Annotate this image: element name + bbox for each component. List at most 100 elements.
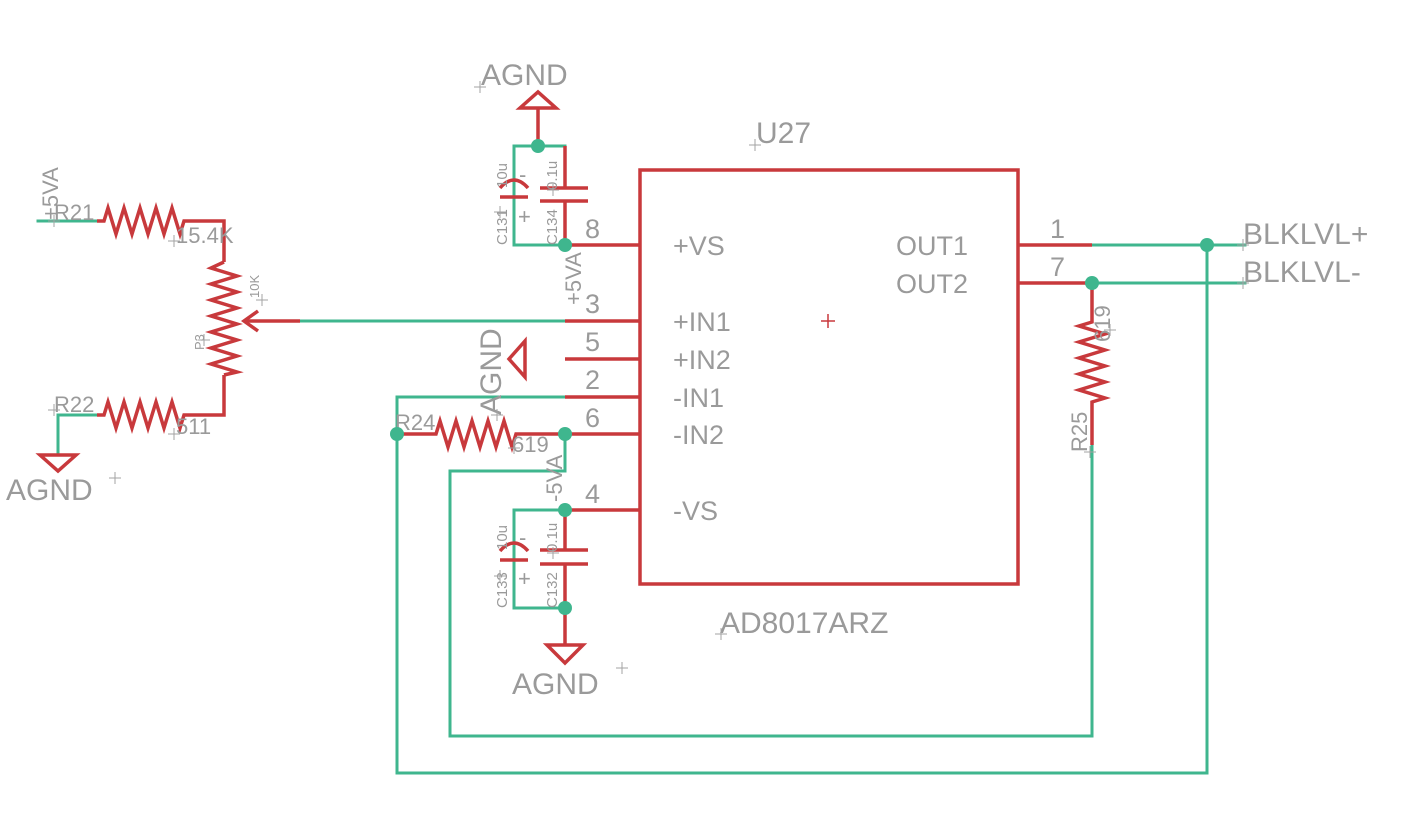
capacitor-c133: - + C133 10u (494, 525, 531, 608)
origin-cross (1237, 239, 1249, 251)
chip-value: AD8017ARZ (720, 607, 888, 640)
ground-bottom-label: AGND (512, 668, 599, 701)
resistor-r21: R21 15.4K (54, 200, 234, 262)
resistor-r24-value: 619 (512, 432, 549, 457)
capacitor-c133-curve (498, 541, 530, 553)
net-label-blklvl-minus: BLKLVL- (1243, 256, 1361, 289)
capacitor-c131-name: C131 (494, 209, 511, 245)
origin-cross (198, 334, 210, 346)
pin-name-plus-in2: +IN2 (673, 345, 731, 375)
origin-cross (616, 662, 628, 674)
origin-cross (109, 472, 121, 484)
resistor-r24: R24 619 (395, 410, 565, 457)
origin-cross (1237, 277, 1249, 289)
capacitor-c131-curve (498, 178, 530, 190)
junction-dot (558, 503, 572, 517)
pin-name-minus-in2: -IN2 (673, 420, 724, 450)
resistor-r22-value: 511 (176, 414, 211, 439)
pin-num-3: 3 (585, 289, 600, 319)
chip-name: U27 (756, 117, 811, 150)
resistor-r22: R22 511 (54, 375, 226, 439)
capacitor-c134-name: C134 (544, 209, 561, 245)
origin-cross (168, 428, 180, 440)
pin-num-5: 5 (585, 327, 600, 357)
origin-cross (508, 442, 520, 454)
ground-symbol-in2: AGND (475, 328, 527, 415)
origin-cross (547, 184, 559, 196)
origin-cross (494, 206, 506, 218)
ground-left-label: AGND (6, 474, 93, 507)
capacitor-c133-value: 10u (494, 525, 511, 550)
origin-cross (474, 81, 486, 93)
capacitor-c134: C134 0.1u (540, 146, 588, 245)
pin-num-2: 2 (585, 365, 600, 395)
resistor-r25: R25 619 (1067, 283, 1115, 452)
junction-dot (558, 238, 572, 252)
capacitor-c133-name: C133 (494, 572, 511, 608)
resistor-r21-value: 15.4K (176, 223, 234, 248)
capacitor-c132: C132 0.1u (540, 510, 588, 645)
capacitor-c131-minus: - (519, 162, 526, 187)
junction-dot (531, 139, 545, 153)
junction-dot (1085, 276, 1099, 290)
chip-u27: U27 AD8017ARZ 8 3 5 2 6 4 1 7 +VS +IN1 +… (565, 117, 1092, 640)
junction-dot (558, 427, 572, 441)
origin-cross (1104, 324, 1116, 336)
pin-name-out1: OUT1 (896, 231, 968, 261)
junction-dot (1200, 238, 1214, 252)
supply-label-minus5va: -5VA (542, 454, 567, 502)
ground-top-label: AGND (481, 59, 568, 92)
origin-cross (168, 235, 180, 247)
pin-num-4: 4 (585, 479, 600, 509)
supply-label-5va-left: +5VA (38, 167, 63, 220)
pin-num-1: 1 (1050, 214, 1065, 244)
net-label-blklvl-plus: BLKLVL+ (1243, 218, 1368, 251)
pin-name-minus-in1: -IN1 (673, 383, 724, 413)
supply-label-5va-top: +5VA (561, 252, 586, 305)
ground-in2-triangle (506, 336, 527, 382)
origin-cross (715, 628, 727, 640)
origin-cross (547, 547, 559, 559)
capacitor-c132-value: 0.1u (544, 523, 561, 552)
origin-cross (491, 409, 503, 421)
potentiometer-p3-body (205, 260, 244, 377)
pin-name-plus-in1: +IN1 (673, 307, 731, 337)
origin-cross (256, 294, 268, 306)
origin-markers (48, 81, 1249, 674)
resistor-r25-value: 619 (1090, 305, 1115, 342)
capacitor-c132-name: C132 (544, 572, 561, 608)
pin-num-6: 6 (585, 403, 600, 433)
resistor-r25-name: R25 (1067, 412, 1092, 452)
pin-num-8: 8 (585, 214, 600, 244)
origin-cross (48, 404, 60, 416)
pin-name-minus-vs: -VS (673, 496, 718, 526)
capacitor-c131: - + C131 10u (494, 162, 531, 245)
origin-cross (494, 570, 506, 582)
origin-cross (1084, 446, 1096, 458)
resistor-r22-body (97, 375, 226, 434)
ground-symbol-left: AGND (6, 453, 93, 507)
capacitor-c131-value: 10u (494, 163, 511, 188)
pin-name-plus-vs: +VS (673, 231, 725, 261)
chip-body (638, 168, 1020, 586)
capacitor-c133-minus: - (519, 525, 526, 550)
resistor-r25-body (1073, 283, 1111, 445)
potentiometer-p3-name: P3 (192, 334, 207, 350)
junctions (390, 139, 1214, 615)
origin-cross (48, 215, 60, 227)
ground-top-triangle (515, 89, 561, 110)
ground-symbol-top: AGND (481, 59, 568, 146)
junction-dot (558, 601, 572, 615)
potentiometer-p3-arrow (240, 309, 260, 333)
capacitor-c134-value: 0.1u (544, 161, 561, 190)
origin-cross (749, 139, 761, 151)
pin-name-out2: OUT2 (896, 269, 968, 299)
ground-symbol-bottom: AGND (512, 643, 599, 701)
pin-num-7: 7 (1050, 252, 1065, 282)
potentiometer-p3: P3 10K (192, 260, 300, 377)
capacitor-c131-plus: + (518, 204, 531, 229)
resistor-r24-body (397, 415, 565, 453)
capacitor-c133-plus: + (518, 566, 531, 591)
wire-r22-agnd (56, 413, 99, 457)
